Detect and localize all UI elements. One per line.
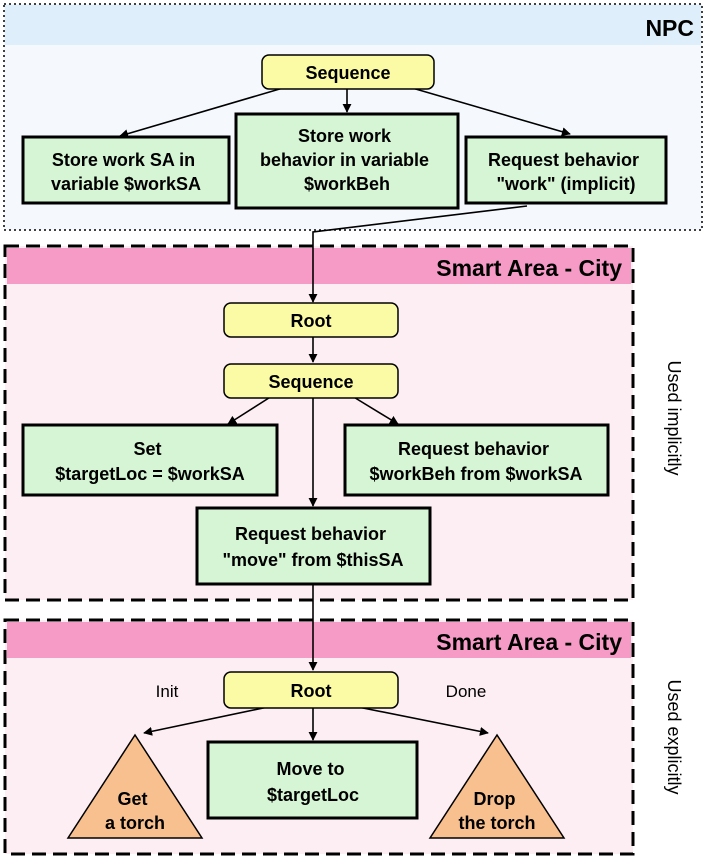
edge-sequence-to-request-workbeh — [351, 395, 399, 425]
store-work-behavior-line-2: behavior in variable — [260, 150, 429, 170]
move-to-label: Move to $targetLoc — [267, 759, 359, 805]
move-to-node[interactable]: Move to $targetLoc — [206, 740, 419, 820]
get-torch-line-2: a torch — [105, 813, 165, 833]
store-work-sa-label: Store work SA in variable $workSA — [51, 150, 201, 194]
city1-root-node[interactable]: Root — [223, 302, 399, 338]
store-work-behavior-label: Store work behavior in variable $workBeh — [260, 126, 434, 194]
request-move-line-1: Request behavior — [235, 524, 386, 544]
npc-sequence-node[interactable]: Sequence — [261, 54, 435, 90]
city-region-implicit-title: Smart Area - City — [436, 255, 622, 281]
request-move-node[interactable]: Request behavior "move" from $thisSA — [195, 506, 432, 586]
get-torch-line-1: Get — [117, 789, 147, 809]
city-region-implicit-header — [7, 248, 631, 284]
city-region-explicit-title: Smart Area - City — [436, 629, 622, 655]
city2-root-label: Root — [291, 681, 332, 701]
request-move-line-2: "move" from $thisSA — [222, 550, 403, 570]
drop-torch-label: Drop the torch — [458, 789, 535, 833]
set-target-line-1: Set — [133, 439, 161, 459]
get-torch-node[interactable]: Get a torch — [66, 733, 204, 839]
edges — [119, 82, 571, 741]
edge-sequence-to-set — [227, 395, 273, 425]
request-workbeh-line-1: Request behavior — [398, 439, 549, 459]
request-move-label: Request behavior "move" from $thisSA — [222, 524, 403, 570]
store-work-behavior-line-3: $workBeh — [304, 174, 390, 194]
request-workbeh-line-2: $workBeh from $workSA — [369, 464, 582, 484]
request-work-line-1: Request behavior — [488, 150, 639, 170]
drop-torch-line-2: the torch — [458, 813, 535, 833]
drop-torch-node[interactable]: Drop the torch — [428, 733, 566, 839]
set-target-label: Set $targetLoc = $workSA — [55, 439, 245, 484]
city2-root-node[interactable]: Root — [223, 671, 399, 709]
city1-sequence-label: Sequence — [268, 372, 353, 392]
set-target-line-2: $targetLoc = $workSA — [55, 464, 245, 484]
edge-root-to-drop-torch — [357, 706, 489, 736]
init-edge-label: Init — [156, 682, 179, 701]
store-work-sa-node[interactable]: Store work SA in variable $workSA — [21, 135, 231, 205]
get-torch-label: Get a torch — [105, 789, 165, 833]
npc-region-header — [5, 5, 701, 45]
drop-torch-line-1: Drop — [473, 789, 515, 809]
request-workbeh-node[interactable]: Request behavior $workBeh from $workSA — [343, 423, 610, 497]
edge-sequence-to-store-sa — [119, 82, 301, 139]
npc-sequence-label: Sequence — [305, 63, 390, 83]
store-work-sa-line-2: variable $workSA — [51, 174, 201, 194]
used-explicitly-label: Used explicitly — [664, 679, 684, 794]
request-work-label: Request behavior "work" (implicit) — [488, 150, 644, 194]
npc-region-title: NPC — [645, 15, 694, 41]
edge-request-work-to-root — [308, 205, 528, 303]
edge-root-to-get-torch — [143, 706, 269, 736]
move-to-line-2: $targetLoc — [267, 785, 359, 805]
request-workbeh-label: Request behavior $workBeh from $workSA — [369, 439, 582, 484]
city-region-explicit-header — [7, 622, 631, 658]
done-edge-label: Done — [446, 682, 487, 701]
set-target-node[interactable]: Set $targetLoc = $workSA — [21, 423, 279, 497]
store-work-sa-line-1: Store work SA in — [52, 150, 195, 170]
request-work-line-2: "work" (implicit) — [496, 174, 635, 194]
used-implicitly-label: Used implicitly — [664, 360, 684, 475]
request-work-node[interactable]: Request behavior "work" (implicit) — [464, 135, 668, 205]
move-to-line-1: Move to — [276, 759, 344, 779]
edge-sequence-to-request-work — [394, 82, 571, 137]
store-work-behavior-node[interactable]: Store work behavior in variable $workBeh — [234, 112, 460, 210]
city1-sequence-node[interactable]: Sequence — [223, 363, 399, 399]
store-work-behavior-line-1: Store work — [298, 126, 392, 146]
city1-root-label: Root — [291, 311, 332, 331]
